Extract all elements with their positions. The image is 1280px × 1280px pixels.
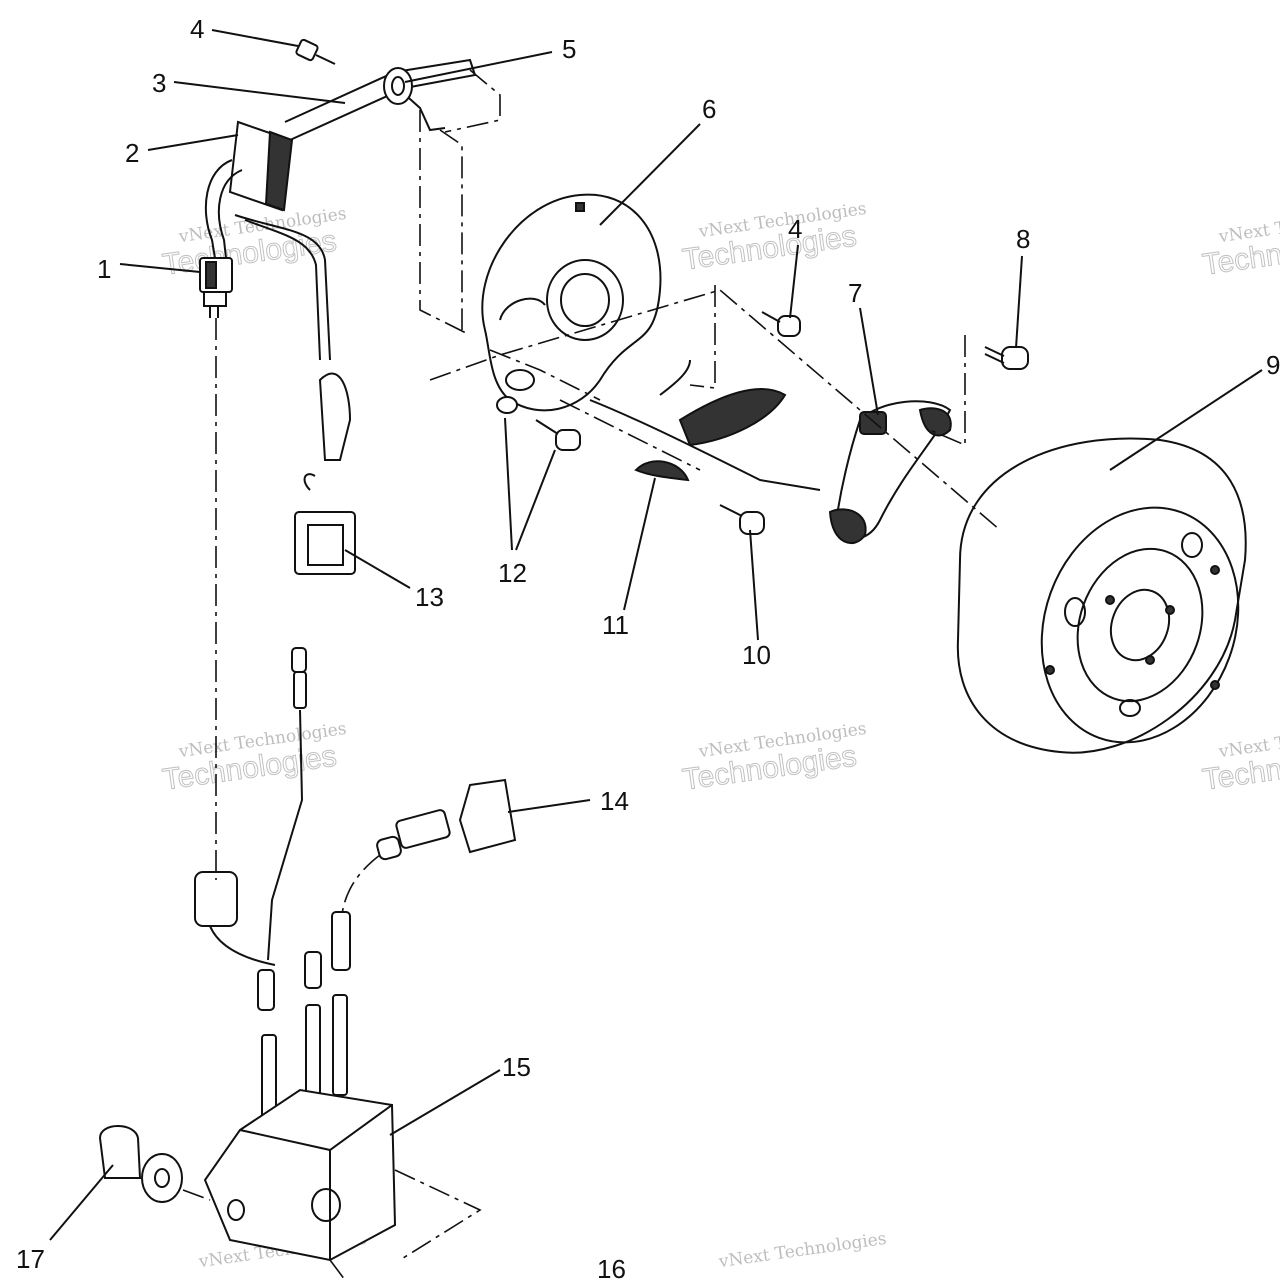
part-6-stator-plate [481,193,662,412]
callout-9: 9 [1266,350,1280,380]
part-1-connector [199,257,233,318]
callout-14: 14 [600,786,629,816]
part-5-clamp [383,67,413,105]
watermark: vNext Technologies Technologies [1200,204,1280,282]
watermark: vNext Technologies Technologies [1200,719,1280,797]
callout-4: 4 [788,214,802,244]
watermark: vNext Technologies Technologies [160,719,348,797]
callout-labels: 1 2 3 4 4 5 6 7 8 9 10 11 12 13 14 15 16… [16,14,1280,1280]
callout-4: 4 [190,14,204,44]
callout-7: 7 [848,278,862,308]
callout-1: 1 [97,254,111,284]
callout-3: 3 [152,68,166,98]
callout-11: 11 [602,610,629,640]
part-8-bolt [984,346,1029,370]
watermark: vNext Technologies Technologies [680,719,868,797]
part-4b-bolt [761,311,801,337]
callout-8: 8 [1016,224,1030,254]
coil-connector [194,871,276,966]
part-4-bolt [295,38,336,65]
leader-lines [49,29,1263,1241]
callout-12: 12 [498,558,527,588]
part-9-flywheel [956,437,1247,754]
callout-15: 15 [502,1052,531,1082]
part-17-grommet [98,1125,183,1203]
part-7-coil [828,400,952,545]
lead-wire [267,647,307,961]
callout-5: 5 [562,34,576,64]
callout-6: 6 [702,94,716,124]
watermark-text: vNext Technologies [717,1229,888,1272]
watermark: vNext Technologies [717,1229,888,1272]
part-11-bracket [634,460,690,482]
callout-13: 13 [415,582,444,612]
callout-17: 17 [16,1244,45,1274]
callout-10: 10 [742,640,771,670]
part-10-bolt [719,504,765,535]
part-13-connector [294,372,356,575]
callout-2: 2 [125,138,139,168]
part-12-screw-washer [496,396,581,451]
watermark: vNext Technologies Technologies [680,199,868,277]
assembly-center-lines [182,69,1001,1280]
part-2-regulator [204,120,331,361]
part-14-spark-plug-cap [341,778,517,916]
part-15-ignition-coil [203,911,397,1262]
stator-coil [589,359,821,491]
callout-16: 16 [597,1254,626,1280]
